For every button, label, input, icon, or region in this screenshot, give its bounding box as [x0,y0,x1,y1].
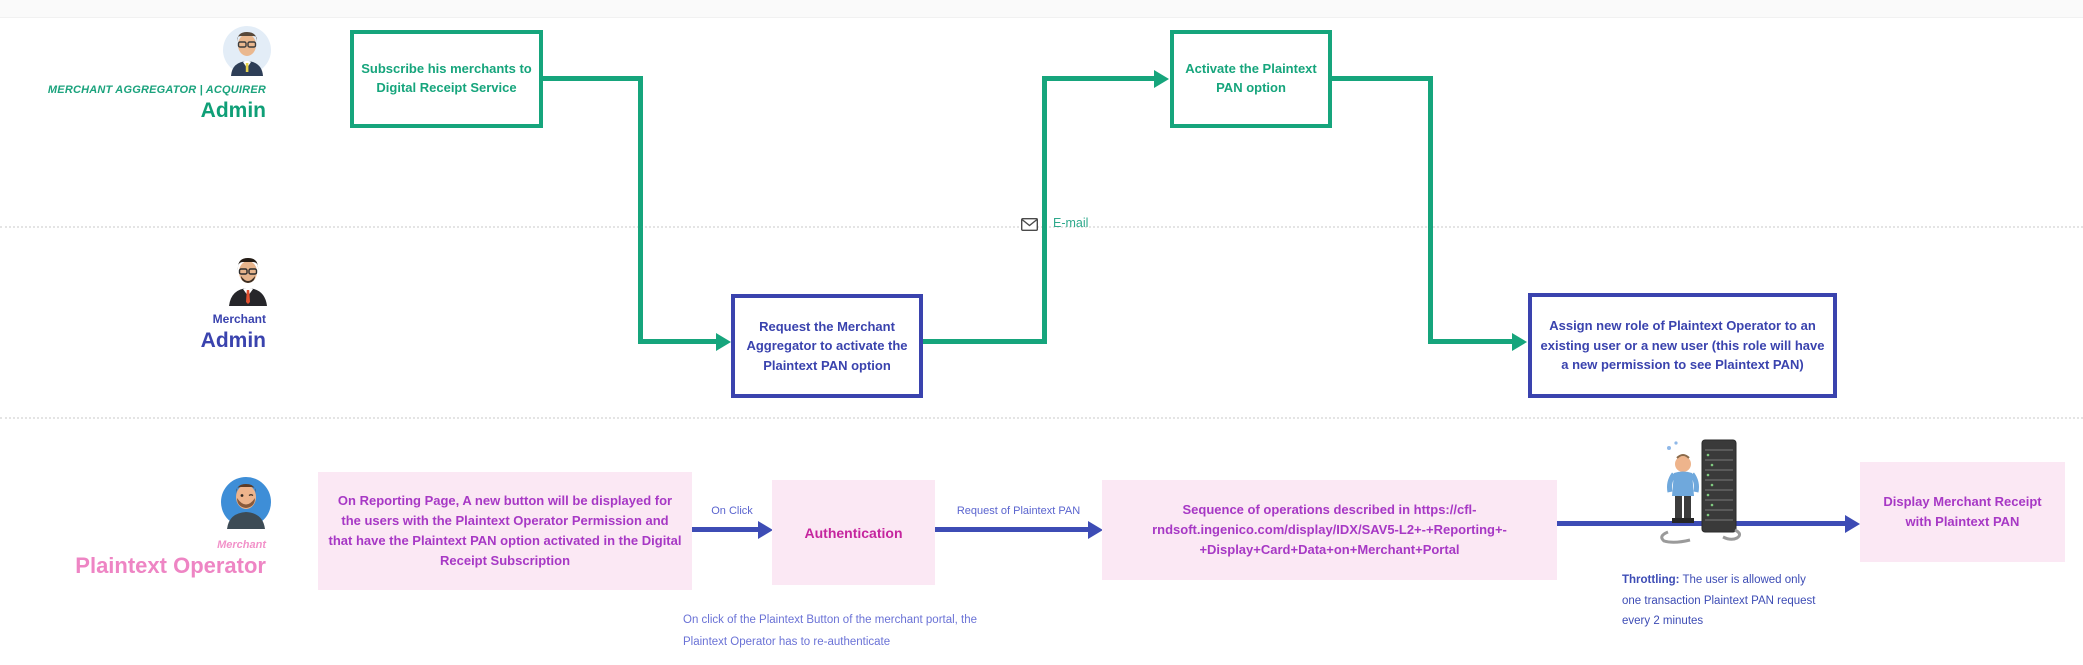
node-assign-role: Assign new role of Plaintext Operator to… [1528,293,1837,398]
node-display-receipt: Display Merchant Receipt with Plaintext … [1860,462,2065,562]
arrowhead-into-request [716,333,731,351]
reauthenticate-note: On click of the Plaintext Button of the … [683,614,978,648]
throttling-note-title: Throttling: [1622,574,1680,586]
aggregator-role-sub: MERCHANT AGGREGATOR | ACQUIRER [47,84,266,96]
arrowhead-into-activate [1154,70,1169,88]
plaintext-operator-role-label: Merchant Plaintext Operator [0,539,266,579]
on-click-label: On Click [711,505,753,517]
aggregator-role-label: MERCHANT AGGREGATOR | ACQUIRER Admin [0,84,266,123]
node-sequence-of-operations: Sequence of operations described in http… [1102,480,1557,580]
node-activate-plaintext-pan: Activate the Plaintext PAN option [1170,30,1332,128]
lane-separator-1 [0,226,2083,228]
connector-activate-to-assign-h2 [1428,339,1512,344]
connector-request-to-activate-h2 [1042,76,1154,81]
server-throttling-illustration [1660,439,1742,544]
merchant-admin-role-title: Admin [200,329,266,352]
arrow-request-pan-line [935,527,1088,532]
plaintext-operator-avatar [221,477,271,529]
node-authentication: Authentication [772,480,935,585]
email-label: E-mail [1053,216,1089,230]
plaintext-operator-role-sub: Merchant [217,539,266,551]
connector-request-to-activate-h1 [923,339,1047,344]
arrowhead-into-authentication [758,521,773,539]
lane-separator-2 [0,417,2083,419]
arrowhead-into-display [1845,515,1860,533]
connector-subscribe-to-request-h2 [638,339,716,344]
arrowhead-into-assign [1512,333,1527,351]
connector-activate-to-assign-v [1428,76,1433,344]
connector-subscribe-to-request-v [638,76,643,344]
node-subscribe-merchants: Subscribe his merchants to Digital Recei… [350,30,543,128]
merchant-admin-role-sub: Merchant [212,312,266,326]
node-request-aggregator: Request the Merchant Aggregator to activ… [731,294,923,398]
throttling-note: Throttling:The user is allowed only one … [1622,570,1817,632]
connector-activate-to-assign-h1 [1332,76,1433,81]
node-reporting-page: On Reporting Page, A new button will be … [318,472,692,590]
aggregator-role-title: Admin [200,99,266,122]
throttling-note-body: The user is allowed only one transaction… [1622,574,1816,628]
request-of-pan-label: Request of Plaintext PAN [956,505,1081,517]
arrowhead-into-sequence [1088,521,1103,539]
aggregator-admin-avatar [223,26,271,76]
connector-subscribe-to-request-h1 [543,76,643,81]
arrow-to-display-line [1557,521,1845,526]
top-strip [0,0,2083,18]
email-icon [1021,218,1038,231]
merchant-admin-avatar [229,258,267,306]
arrow-onclick-line [692,527,758,532]
merchant-admin-role-label: Merchant Admin [0,312,266,353]
connector-request-to-activate-v [1042,76,1047,344]
plaintext-operator-role-title: Plaintext Operator [75,553,266,578]
